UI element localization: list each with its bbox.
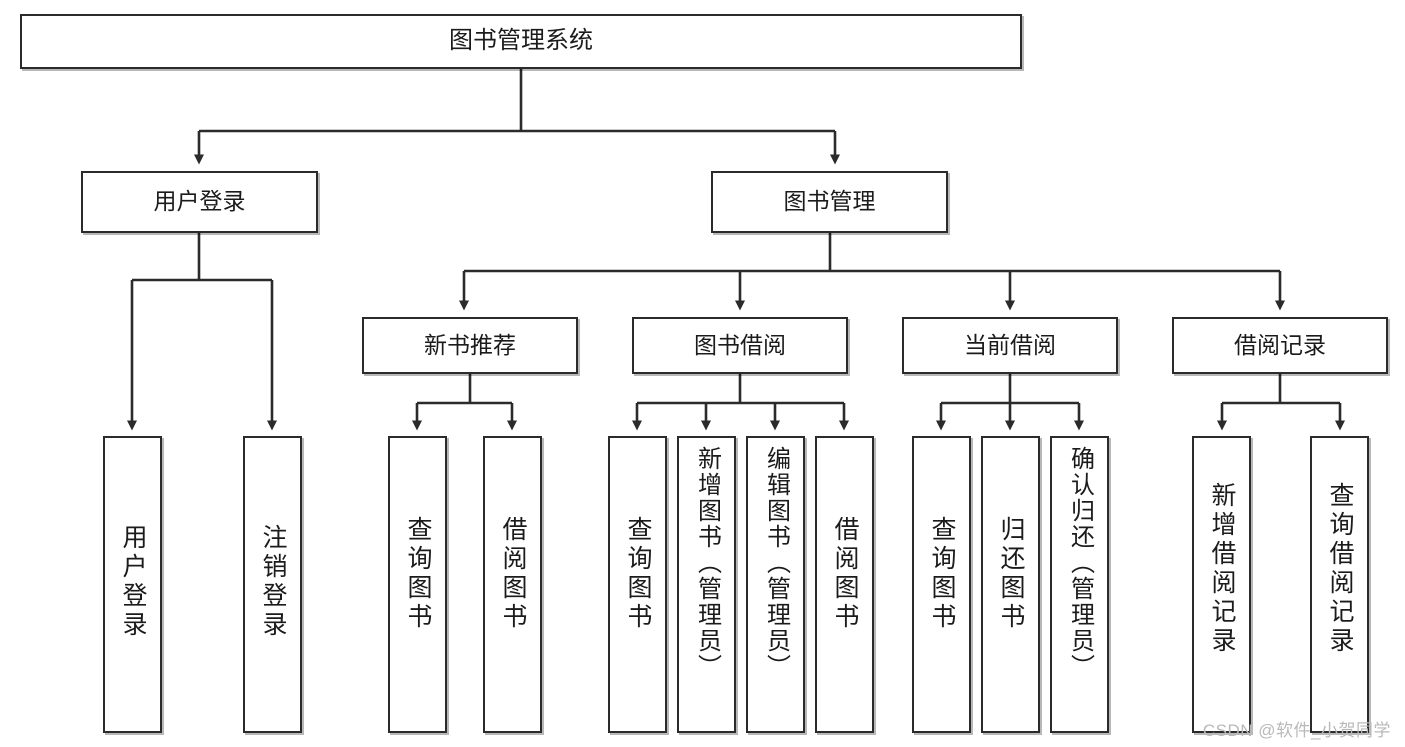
node-label: 注销登录 [259,524,287,640]
node-label: 编辑图书（管理员） [762,446,790,680]
node-label: 图书借阅 [694,331,786,358]
node-label: 借阅记录 [1234,331,1326,358]
leaf-query-book-current[interactable]: 查询图书 [912,436,971,733]
node-label: 新增图书（管理员） [693,446,721,680]
node-book-manage[interactable]: 图书管理 [711,171,948,233]
leaf-query-book-borrow[interactable]: 查询图书 [608,436,667,733]
leaf-add-borrow-record[interactable]: 新增借阅记录 [1192,436,1251,733]
leaf-user-login[interactable]: 用户登录 [103,436,162,733]
node-label: 图书管理系统 [449,27,593,55]
node-label: 查询借阅记录 [1326,482,1354,656]
node-current-borrow[interactable]: 当前借阅 [902,317,1118,374]
node-label: 查询图书 [404,516,432,632]
node-new-book-recommend[interactable]: 新书推荐 [362,317,578,374]
leaf-logout-login[interactable]: 注销登录 [243,436,302,733]
node-label: 借阅图书 [831,516,859,632]
node-user-login[interactable]: 用户登录 [81,171,318,233]
leaf-return-book[interactable]: 归还图书 [981,436,1040,733]
node-label: 借阅图书 [499,516,527,632]
node-label: 图书管理 [783,188,876,215]
csdn-watermark: CSDN @软件_小贺同学 [1202,721,1391,740]
node-label: 新书推荐 [424,331,516,358]
node-label: 查询图书 [928,516,956,632]
leaf-confirm-return-admin[interactable]: 确认归还（管理员） [1050,436,1109,733]
node-label: 确认归还（管理员） [1066,446,1094,680]
node-root-system[interactable]: 图书管理系统 [20,14,1022,69]
leaf-borrow-book-borrow[interactable]: 借阅图书 [815,436,874,733]
leaf-add-book-admin[interactable]: 新增图书（管理员） [677,436,736,733]
leaf-edit-book-admin[interactable]: 编辑图书（管理员） [746,436,805,733]
node-label: 查询图书 [624,516,652,632]
node-book-borrow[interactable]: 图书借阅 [632,317,848,374]
node-label: 新增借阅记录 [1208,482,1236,656]
node-label: 归还图书 [997,516,1025,632]
leaf-query-book-recommend[interactable]: 查询图书 [388,436,447,733]
leaf-borrow-book-recommend[interactable]: 借阅图书 [483,436,542,733]
node-label: 用户登录 [153,188,246,215]
node-label: 用户登录 [119,524,147,640]
node-label: 当前借阅 [964,331,1056,358]
leaf-query-borrow-record[interactable]: 查询借阅记录 [1310,436,1369,733]
node-borrow-record[interactable]: 借阅记录 [1172,317,1388,374]
